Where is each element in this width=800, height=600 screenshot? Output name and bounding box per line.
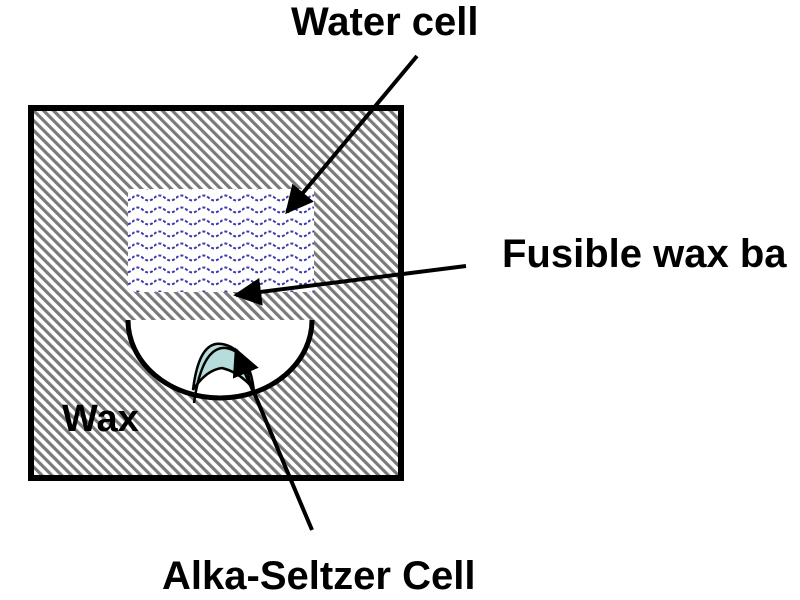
label-wax: Wax xyxy=(62,398,139,440)
label-fusible-wax-barrier: Fusible wax ba xyxy=(502,232,787,276)
wax-block xyxy=(28,105,404,481)
label-water-cell: Water cell xyxy=(291,0,479,44)
arrow-fusible-wax-barrier xyxy=(233,264,467,306)
label-alka-seltzer-cell: Alka-Seltzer Cell xyxy=(162,554,476,598)
water-cell xyxy=(128,189,314,292)
alka-seltzer-cavity-wall xyxy=(125,319,315,401)
arrow-water-cell xyxy=(285,54,419,215)
arrow-alka-seltzer-cell xyxy=(232,347,314,531)
